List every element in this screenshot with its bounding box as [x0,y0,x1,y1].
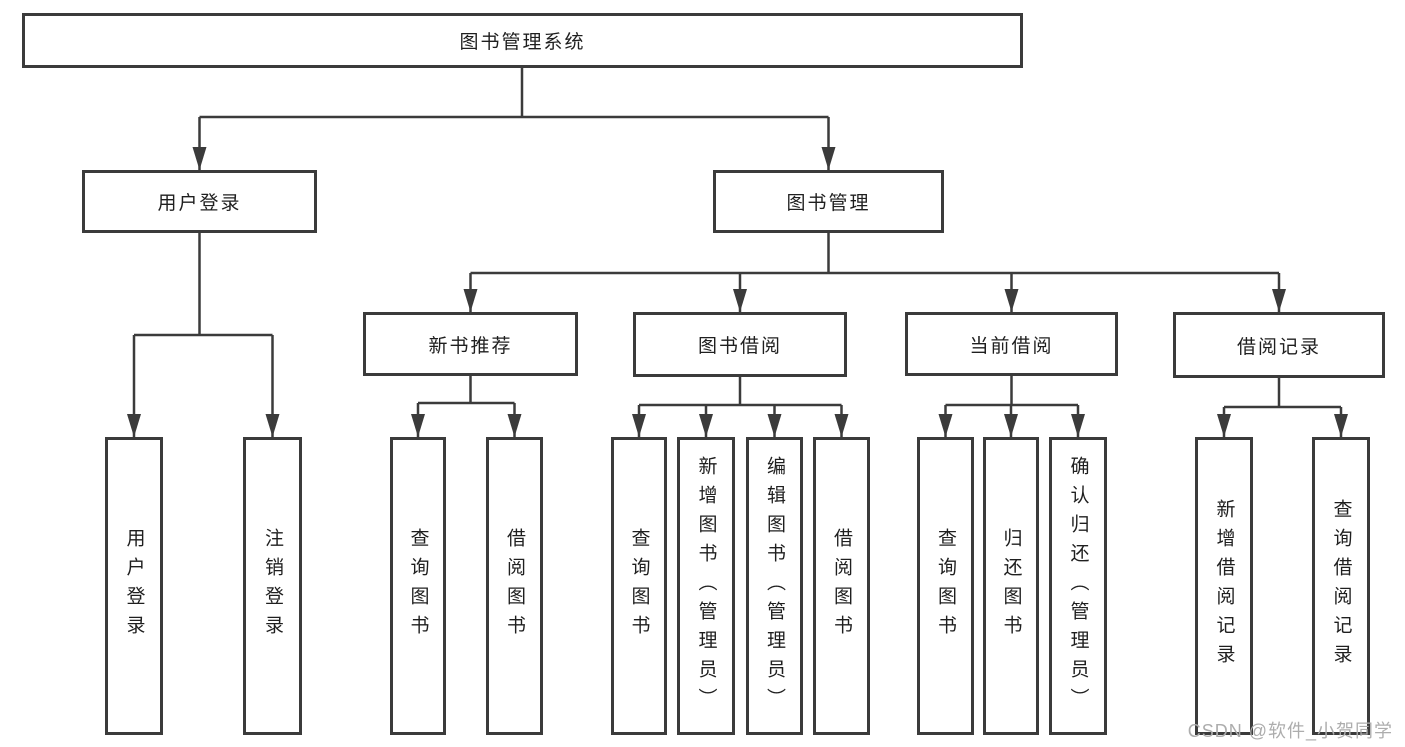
leaf-recommend-borrow-books-label: 借阅图书 [504,528,525,644]
leaf-edit-books-admin: 编辑图书（管理员） [746,437,803,735]
leaf-user-login-label: 用户登录 [123,528,145,644]
leaf-recommend-query-books-label: 查询图书 [407,528,429,644]
node-root-system: 图书管理系统 [22,13,1023,68]
leaf-logout: 注销登录 [243,437,302,735]
node-book-borrowing: 图书借阅 [633,312,847,377]
node-user-login: 用户登录 [82,170,317,233]
leaf-borrowing-query-books-label: 查询图书 [628,528,650,644]
leaf-query-borrow-record: 查询借阅记录 [1312,437,1370,735]
leaf-current-query-books: 查询图书 [917,437,974,735]
node-book-management: 图书管理 [713,170,944,233]
leaf-confirm-return-admin-label: 确认归还（管理员） [1067,455,1089,717]
leaf-logout-label: 注销登录 [262,528,283,644]
leaf-borrowing-borrow-books-label: 借阅图书 [831,528,852,644]
node-book-borrowing-label: 图书借阅 [697,336,782,357]
node-current-borrowing: 当前借阅 [905,312,1118,376]
node-new-book-recommend-label: 新书推荐 [428,335,513,357]
node-root-system-label: 图书管理系统 [459,32,586,53]
leaf-confirm-return-admin: 确认归还（管理员） [1049,437,1107,735]
leaf-edit-books-admin-label: 编辑图书（管理员） [764,455,785,717]
node-book-management-label: 图书管理 [786,193,871,214]
leaf-current-query-books-label: 查询图书 [935,528,956,644]
leaf-borrowing-query-books: 查询图书 [611,437,667,735]
node-borrowing-records: 借阅记录 [1173,312,1385,378]
leaf-recommend-query-books: 查询图书 [390,437,446,735]
leaf-user-login: 用户登录 [105,437,163,735]
leaf-borrowing-borrow-books: 借阅图书 [813,437,870,735]
leaf-add-borrow-record: 新增借阅记录 [1195,437,1253,735]
leaf-query-borrow-record-label: 查询借阅记录 [1330,499,1352,673]
leaf-add-borrow-record-label: 新增借阅记录 [1213,499,1235,673]
node-user-login-label: 用户登录 [157,193,242,214]
leaf-add-books-admin: 新增图书（管理员） [677,437,735,735]
node-current-borrowing-label: 当前借阅 [969,335,1054,357]
csdn-watermark: CSDN @软件_小贺同学 [1187,721,1393,741]
node-borrowing-records-label: 借阅记录 [1236,336,1321,358]
leaf-add-books-admin-label: 新增图书（管理员） [695,455,717,717]
leaf-recommend-borrow-books: 借阅图书 [486,437,543,735]
leaf-return-books-label: 归还图书 [1000,528,1022,644]
leaf-return-books: 归还图书 [983,437,1039,735]
node-new-book-recommend: 新书推荐 [363,312,578,376]
